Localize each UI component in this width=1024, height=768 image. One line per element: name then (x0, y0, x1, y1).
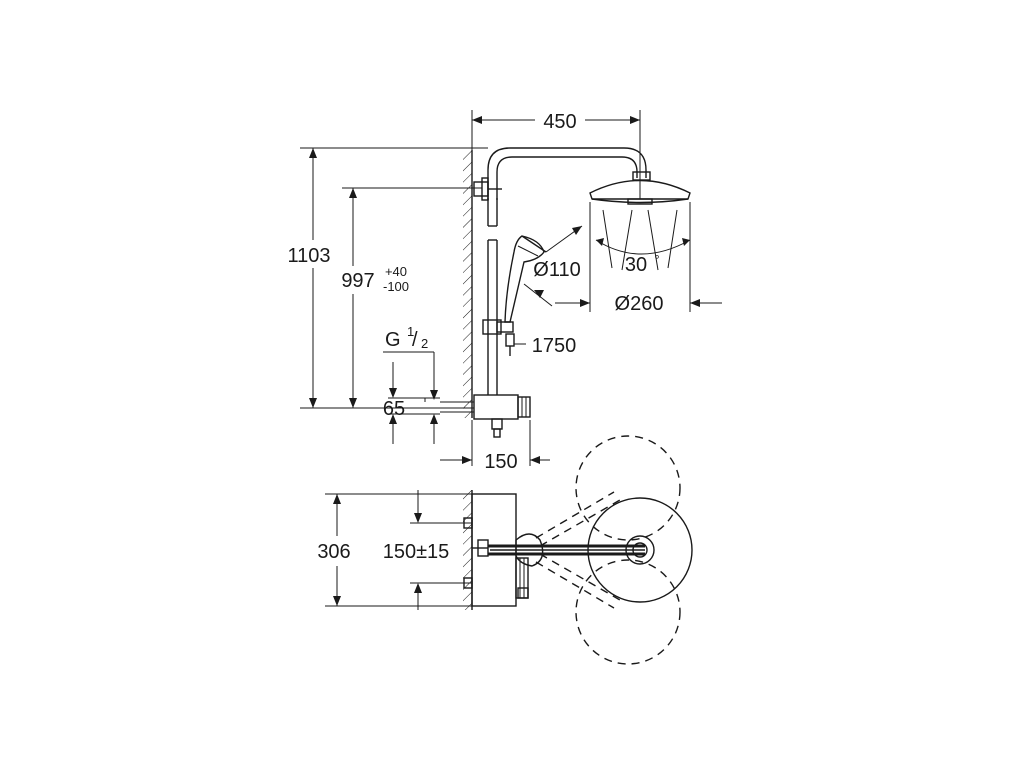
thread-g-label: G (385, 329, 401, 351)
dimension-1103: 1103 (287, 147, 488, 409)
dim-260-label: Ø260 (615, 293, 664, 315)
dim-1103-label: 1103 (287, 245, 330, 267)
dim-65-label: 65 (383, 398, 405, 420)
dim-997-label: 997 (341, 270, 374, 292)
thermostat-mixer (473, 394, 531, 438)
dim-110-label: Ø110 (533, 259, 580, 281)
dimension-260: Ø260 (555, 202, 722, 315)
dimension-450: 450 (471, 110, 641, 168)
head-shower-plan (587, 497, 693, 603)
dim-306-label: 306 (317, 541, 350, 563)
head-shower (589, 168, 691, 205)
dimension-150-side: 150 (440, 420, 550, 473)
dimension-997: 997 +40 -100 (341, 187, 482, 408)
dim-1750-label: 1750 (532, 335, 577, 357)
wall-section (463, 150, 473, 418)
hand-shower-plan (515, 533, 544, 567)
dimension-65: 65 (383, 362, 440, 444)
side-elevation-view (424, 147, 691, 438)
angle-label: 30 (625, 254, 647, 276)
swivel-positions (535, 435, 681, 665)
thread-denominator: 2 (421, 336, 428, 351)
wall-plan (463, 490, 473, 610)
dim-150-plan-label: 150±15 (383, 541, 450, 563)
dimension-306: 306 (317, 493, 472, 607)
dimension-angle: 30 ° (625, 252, 660, 276)
angle-unit: ° (654, 252, 659, 267)
riser-rail (487, 198, 498, 395)
dimension-110: Ø110 (523, 225, 583, 307)
dim-997-tolerance-plus: +40 (385, 264, 407, 279)
dimension-1750: 1750 (514, 335, 576, 357)
thread-numerator: 1 (407, 324, 414, 339)
hose-connector (505, 333, 515, 356)
top-plan-view (463, 435, 693, 665)
dim-997-tolerance-minus: -100 (383, 279, 409, 294)
inlet-connection (424, 398, 474, 413)
shower-arm (487, 147, 647, 200)
spray-angle-lines (595, 209, 691, 271)
dim-450-label: 450 (543, 111, 576, 133)
thread-slash: / (412, 329, 418, 351)
hand-shower (504, 235, 547, 323)
hand-shower-holder (482, 319, 514, 335)
dim-150-side-label: 150 (484, 451, 517, 473)
dimension-thread: G 1 / 2 (383, 324, 438, 400)
shower-arm-plan (488, 544, 645, 556)
dimension-150-plan: 150±15 (383, 490, 472, 610)
